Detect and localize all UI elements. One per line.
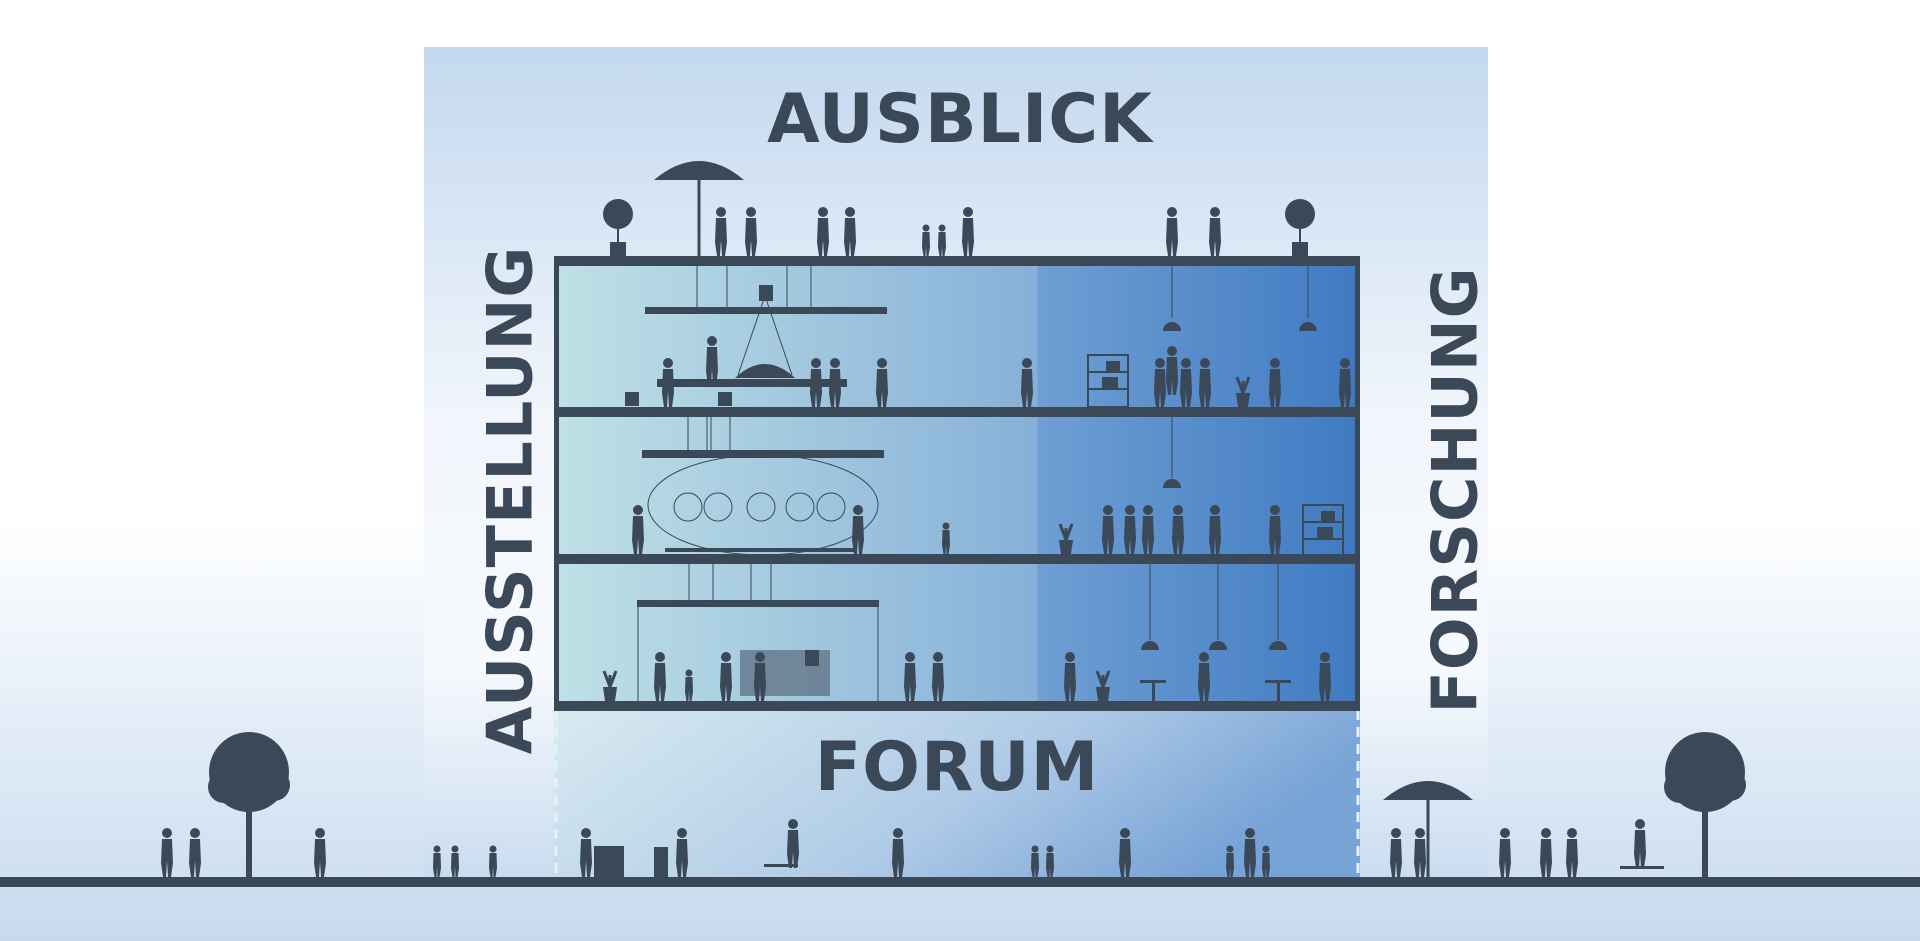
label-forschung: FORSCHUNG bbox=[1418, 266, 1492, 714]
label-forum: FORUM bbox=[814, 728, 1100, 807]
forum-hall bbox=[554, 707, 1360, 880]
floor-2-figures bbox=[632, 417, 1344, 558]
label-ausblick: AUSBLICK bbox=[767, 80, 1153, 159]
building-upper-floors bbox=[554, 256, 1360, 711]
right-wall bbox=[1355, 256, 1360, 711]
roof-slab bbox=[554, 256, 1360, 266]
floor-3-figures bbox=[625, 266, 1351, 409]
left-wall bbox=[554, 256, 559, 711]
label-ausstellung: AUSSTELLUNG bbox=[473, 245, 547, 755]
floor-slab-2 bbox=[554, 554, 1360, 564]
forum-figures bbox=[580, 819, 1270, 877]
ground-line bbox=[0, 877, 1920, 887]
floor-slab-3 bbox=[554, 407, 1360, 417]
floor-slab-1 bbox=[554, 701, 1360, 711]
street-figures bbox=[161, 732, 1746, 878]
floor-1-figures bbox=[601, 564, 1331, 703]
